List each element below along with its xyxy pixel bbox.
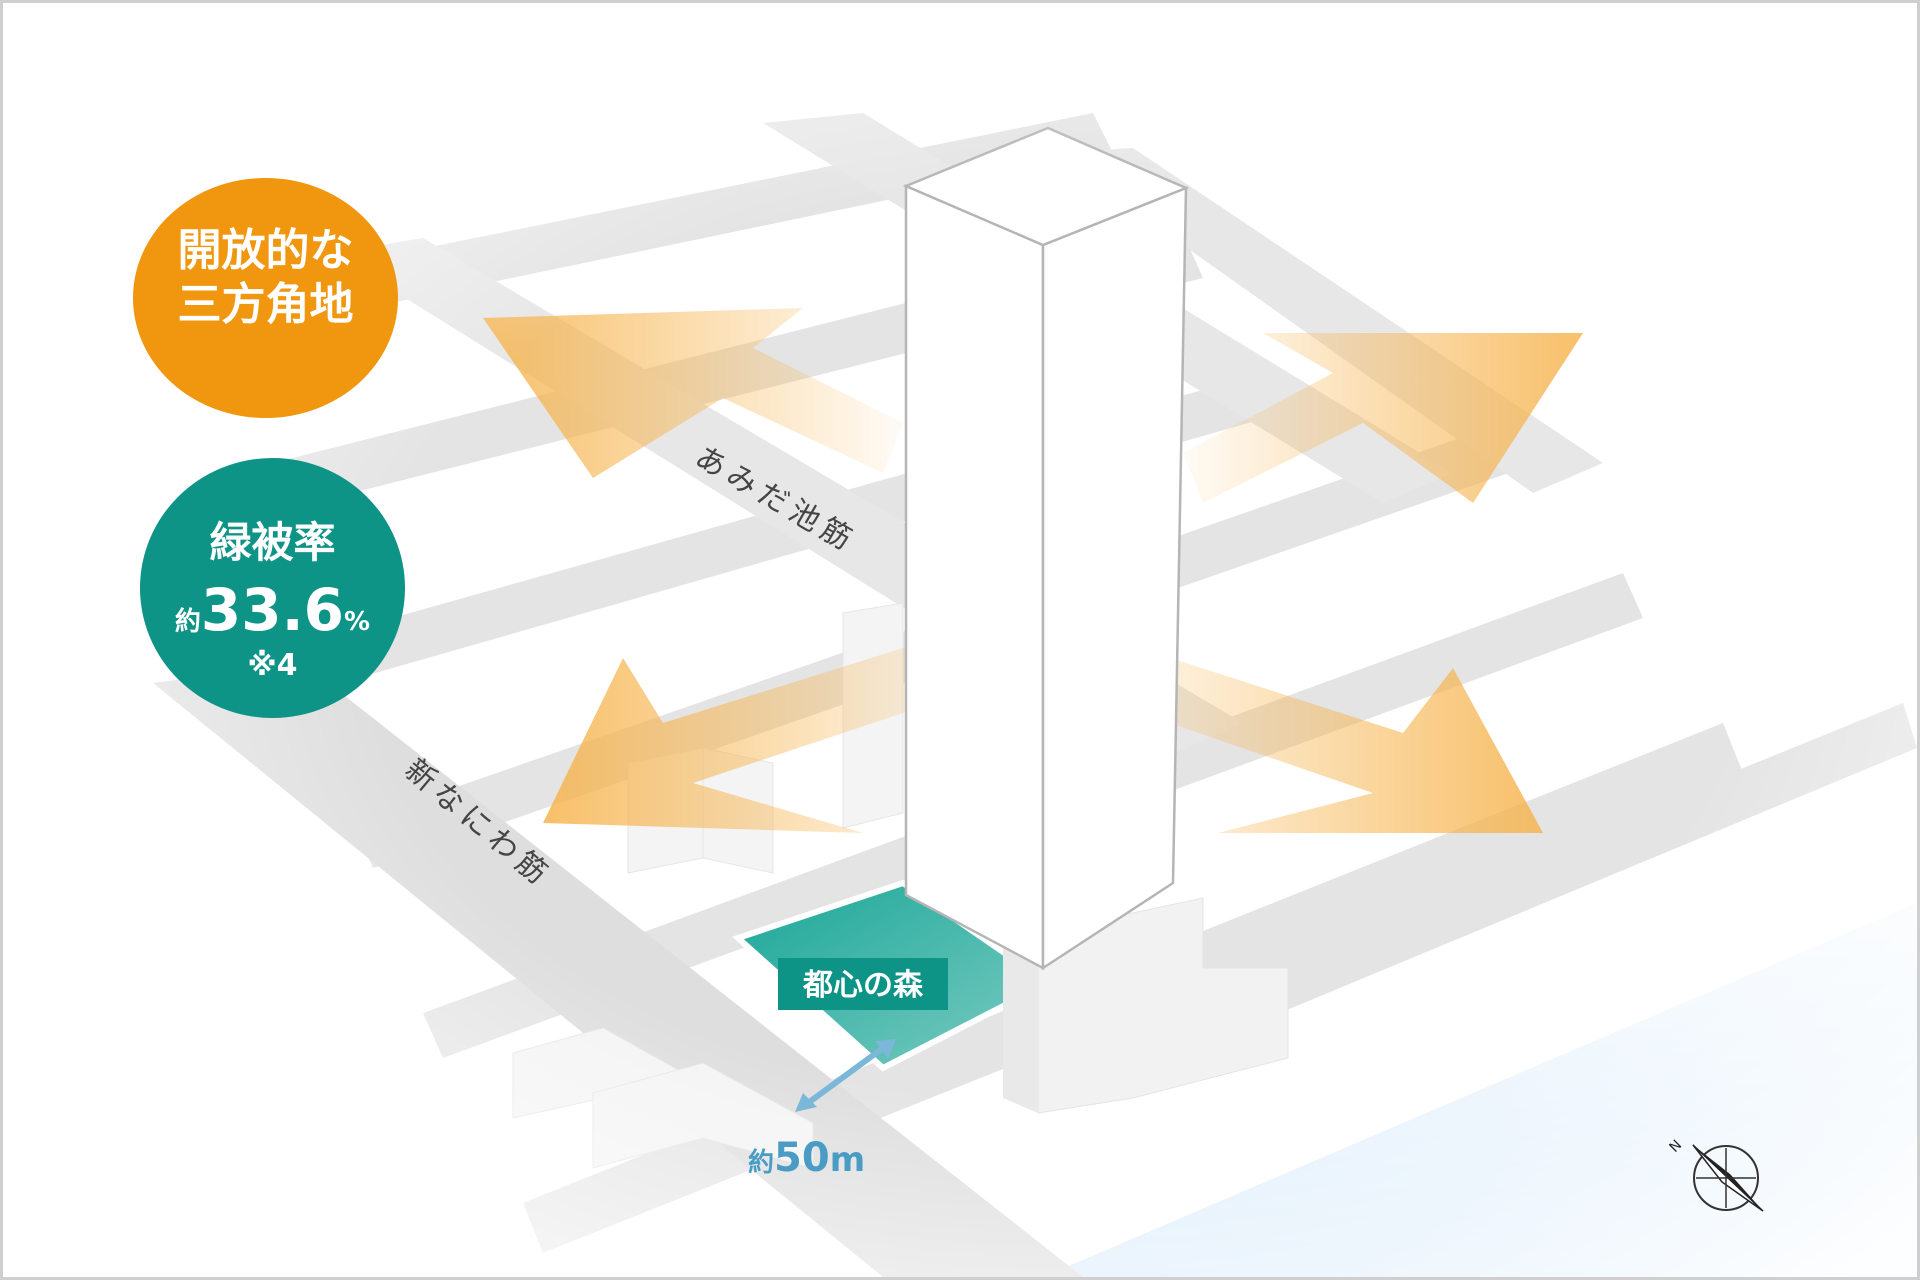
- site-diagram: あみだ池筋 新なにわ筋 都心の森 約50m N: [3, 3, 1917, 1277]
- distance-unit: m: [830, 1140, 865, 1180]
- corner-lot-line1: 開放的な: [177, 225, 354, 276]
- distance-value: 50: [774, 1135, 830, 1181]
- corner-lot-line2: 三方角地: [177, 279, 354, 330]
- forest-label: 都心の森: [802, 968, 924, 1003]
- greenery-prefix: 約: [174, 607, 201, 637]
- greenery-unit: %: [344, 607, 371, 637]
- greenery-value: 33.6: [200, 576, 345, 644]
- greenery-badge: [140, 458, 405, 718]
- distance-label: 約50m: [748, 1135, 865, 1181]
- greenery-rate: 約33.6%: [140, 579, 405, 656]
- distance-arrow: [795, 1039, 896, 1112]
- forest-label-box: [778, 958, 948, 1010]
- distance-prefix: 約: [748, 1147, 774, 1178]
- greenery-note: ※4: [247, 648, 298, 683]
- corner-lot-badge: [133, 178, 398, 418]
- greenery-title: 緑被率: [209, 518, 336, 567]
